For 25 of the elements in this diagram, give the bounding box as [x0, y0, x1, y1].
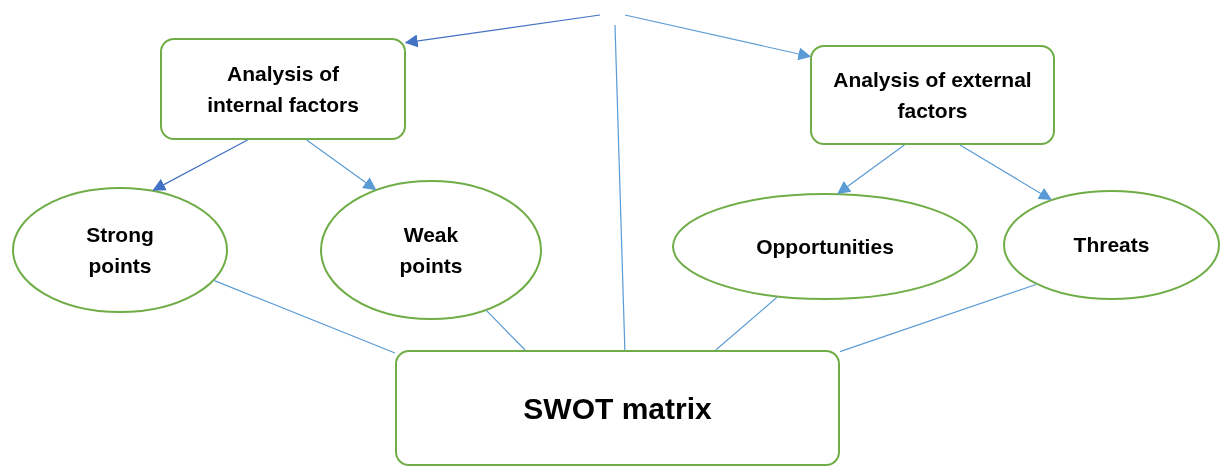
- node-label: Analysis of internal factors: [206, 60, 360, 118]
- ellipse-node: [12, 187, 228, 313]
- arrow: [306, 139, 377, 191]
- ellipse-node: [672, 193, 978, 300]
- arrow: [404, 14, 601, 48]
- process-box: [395, 350, 840, 466]
- arrow: [959, 144, 1052, 201]
- node-label: Weak points: [398, 221, 464, 279]
- arrow: [152, 139, 249, 191]
- ellipse-node: [1003, 190, 1220, 300]
- node-label: Opportunities: [756, 233, 894, 260]
- node-label: Strong points: [85, 221, 155, 279]
- ellipse-node: [320, 180, 542, 320]
- process-box: [810, 45, 1055, 145]
- connector-line: [614, 24, 626, 351]
- node-label: SWOT matrix: [523, 390, 712, 427]
- connector-line: [485, 310, 526, 351]
- process-box: [160, 38, 406, 140]
- arrow: [624, 14, 812, 61]
- node-label: Analysis of external factors: [832, 66, 1033, 124]
- arrow: [837, 144, 905, 194]
- connector-line: [715, 296, 778, 351]
- connector-line: [839, 283, 1037, 353]
- node-label: Threats: [1073, 232, 1150, 259]
- connector-line: [213, 280, 396, 354]
